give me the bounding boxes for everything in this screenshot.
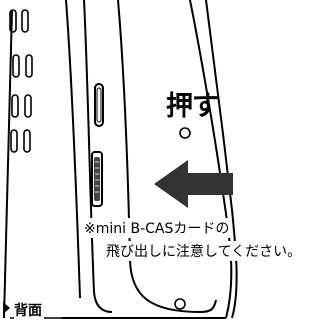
card-in-slot <box>94 157 100 201</box>
left-arrow-icon <box>154 160 233 208</box>
vent-slot <box>12 54 20 78</box>
vent-slot <box>25 54 33 78</box>
front-panel-inner-edge <box>117 0 217 314</box>
side-panel-outer-edge <box>65 0 81 299</box>
card-ridges <box>95 161 99 193</box>
vent-slot <box>23 129 31 153</box>
vent-slot <box>10 129 18 153</box>
push-label: 押す <box>166 91 219 122</box>
vent-slots <box>9 9 33 153</box>
card-note-line1: ※mini B-CASカードの <box>82 218 232 238</box>
device-left-edge <box>3 9 13 319</box>
pointer-triangle-icon <box>3 302 10 314</box>
back-side-label: 背面 <box>14 300 44 320</box>
side-button-inner <box>96 87 102 123</box>
card-note-line2: 飛び出しに注意してください。 <box>104 241 304 261</box>
vent-slot <box>11 94 19 118</box>
screw-top <box>179 127 191 139</box>
vent-slot <box>21 9 29 33</box>
side-button <box>94 83 104 127</box>
vent-slot <box>24 94 32 118</box>
front-panel-rim <box>205 0 238 319</box>
vent-slot <box>9 9 17 33</box>
screw-bottom <box>174 298 186 310</box>
